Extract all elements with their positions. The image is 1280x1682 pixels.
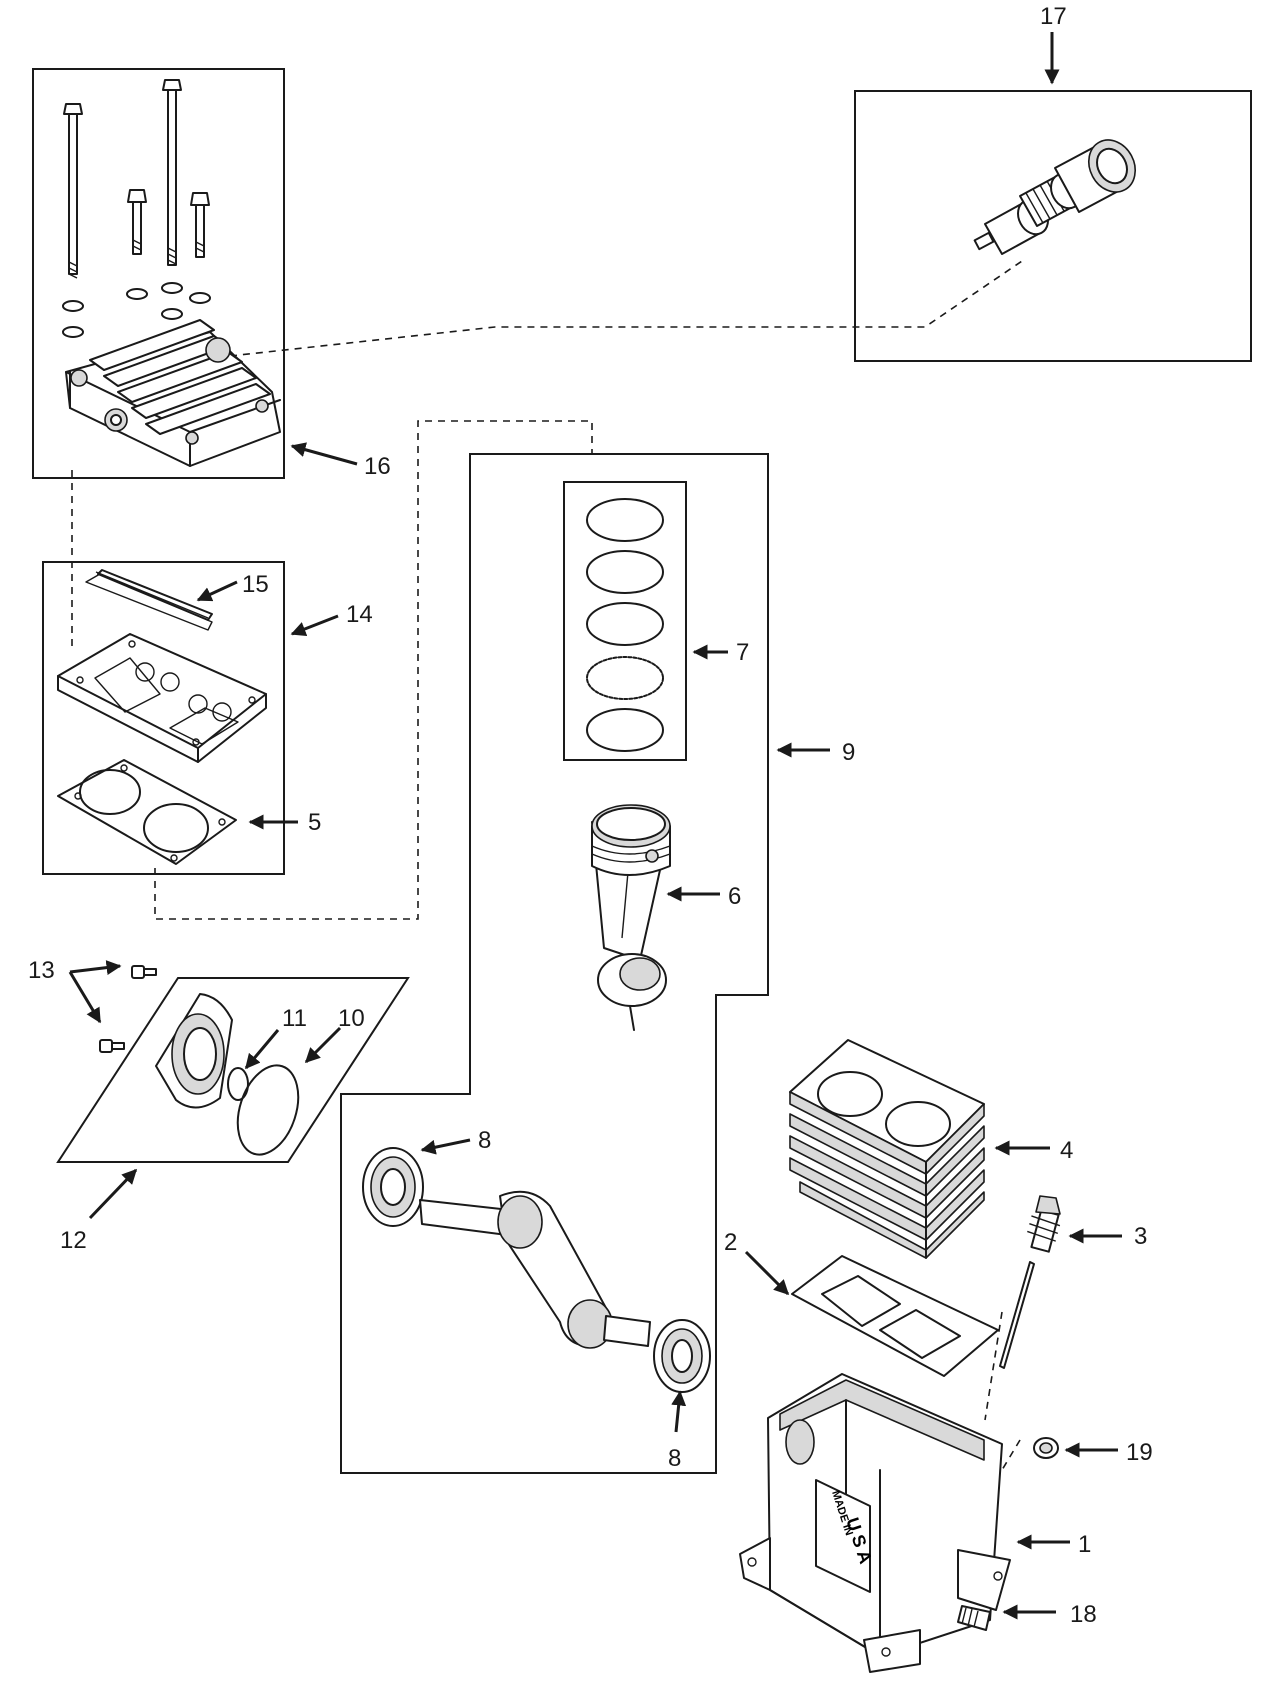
callout-18: 18 (1070, 1601, 1097, 1628)
arrow-15 (196, 580, 238, 602)
drain-fitting-18 (957, 1605, 991, 1631)
arrow-16 (290, 442, 358, 466)
unloader-valve-assembly (973, 139, 1136, 255)
arrow-2 (744, 1250, 790, 1296)
valve-plate-kit (57, 569, 267, 865)
arrow-12 (88, 1168, 138, 1220)
breather-dipstick (999, 1195, 1061, 1369)
callout-19: 19 (1126, 1439, 1153, 1466)
callout-9: 9 (842, 739, 855, 766)
oil-fill-plug-19 (1033, 1437, 1059, 1459)
screw-13b (99, 1039, 125, 1053)
valve-plate-14 (57, 633, 267, 749)
screw-13a (131, 965, 157, 979)
cylinder-head-frame (32, 68, 285, 479)
callout-3: 3 (1134, 1223, 1147, 1250)
bearing-carrier-frame (56, 977, 410, 1163)
callout-6: 6 (728, 883, 741, 910)
callout-17: 17 (1040, 3, 1067, 30)
piston-rings-frame (563, 481, 687, 761)
crankcase: MADE IN U S A (739, 1373, 1011, 1673)
callout-15: 15 (242, 571, 269, 598)
piston-rings (586, 498, 664, 752)
callout-10: 10 (338, 1005, 365, 1032)
callout-8-top: 8 (478, 1127, 491, 1154)
arrow-13b (68, 971, 102, 1024)
crankshaft-assembly (362, 1147, 711, 1393)
callout-14: 14 (346, 601, 373, 628)
arrow-10 (304, 1026, 342, 1064)
callout-12: 12 (60, 1227, 87, 1254)
arrow-14 (290, 614, 339, 637)
gasket-to-piston-dashed-leader (154, 420, 593, 920)
head-bolt-short-1 (127, 189, 147, 255)
callout-5: 5 (308, 809, 321, 836)
head-bolt-long-2 (162, 79, 182, 266)
arrow-8b (671, 1390, 687, 1433)
piston-rod-assembly (591, 804, 671, 1031)
callout-4: 4 (1060, 1137, 1073, 1164)
breather-dashed-leader (984, 1311, 1003, 1421)
o-ring-10 (236, 1064, 300, 1156)
block-gasket (791, 1255, 999, 1377)
callout-2: 2 (724, 1229, 737, 1256)
valve-plate-kit-frame (42, 561, 285, 875)
head-bolt-long-1 (63, 103, 83, 279)
unloader-valve-frame (854, 90, 1252, 362)
callout-13: 13 (28, 957, 55, 984)
unloader-dashed-leader (229, 258, 1026, 357)
arrow-8a (420, 1138, 471, 1155)
callout-1: 1 (1078, 1531, 1091, 1558)
cylinder-gasket-5 (57, 759, 237, 865)
callout-16: 16 (364, 453, 391, 480)
arrow-11 (244, 1029, 280, 1070)
callout-8-bottom: 8 (668, 1445, 681, 1472)
cylinder-head-assembly (62, 79, 281, 467)
valve-to-crankcase-dashed-leader (989, 1439, 1021, 1491)
cylinder-block (789, 1039, 985, 1259)
callout-11: 11 (282, 1005, 307, 1032)
arrow-13a (69, 960, 122, 976)
piston-crankshaft-frame (340, 453, 769, 1474)
head-bolt-short-2 (190, 192, 210, 258)
callout-7: 7 (736, 639, 749, 666)
bearing-carrier-assembly (99, 965, 300, 1156)
